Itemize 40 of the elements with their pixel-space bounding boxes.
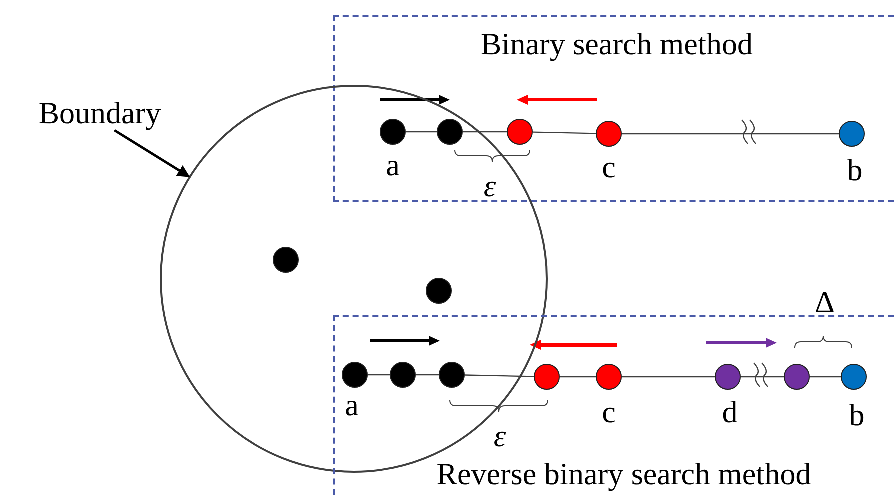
symbol-label: ε xyxy=(494,420,506,452)
point-dot xyxy=(534,364,560,390)
symbol-label: ε xyxy=(484,170,496,202)
point-dot xyxy=(839,121,865,147)
connecting-line xyxy=(464,374,534,378)
point-dot xyxy=(390,362,416,388)
connecting-line xyxy=(622,376,715,378)
connecting-line xyxy=(416,374,439,376)
symbol-label: Δ xyxy=(815,286,835,318)
connecting-line xyxy=(622,133,839,135)
point-label: a xyxy=(345,390,359,420)
frame-title: Reverse binary search method xyxy=(436,458,812,490)
point-dot xyxy=(437,119,463,145)
connecting-line xyxy=(532,132,596,134)
point-label: a xyxy=(386,150,400,180)
point-dot xyxy=(715,364,741,390)
text-label: Boundary xyxy=(38,98,162,128)
point-label: c xyxy=(602,396,616,428)
point-dot xyxy=(426,278,452,304)
point-dot xyxy=(380,119,406,145)
connecting-line xyxy=(463,131,507,133)
point-dot xyxy=(342,362,368,388)
point-dot xyxy=(273,247,299,273)
point-dot xyxy=(784,364,810,390)
frame-title: Binary search method xyxy=(480,28,754,60)
point-dot xyxy=(439,362,465,388)
connecting-line xyxy=(406,131,437,133)
point-dot xyxy=(841,364,867,390)
connecting-line xyxy=(741,376,784,378)
connecting-line xyxy=(368,374,390,376)
point-label: d xyxy=(722,396,738,428)
point-label: b xyxy=(847,154,863,186)
connecting-line xyxy=(560,376,596,378)
connecting-line xyxy=(810,376,841,378)
point-dot xyxy=(596,121,622,147)
point-label: b xyxy=(849,400,865,430)
leader-arrow xyxy=(114,129,190,178)
point-dot xyxy=(507,119,533,145)
point-label: c xyxy=(602,152,616,182)
point-dot xyxy=(596,364,622,390)
